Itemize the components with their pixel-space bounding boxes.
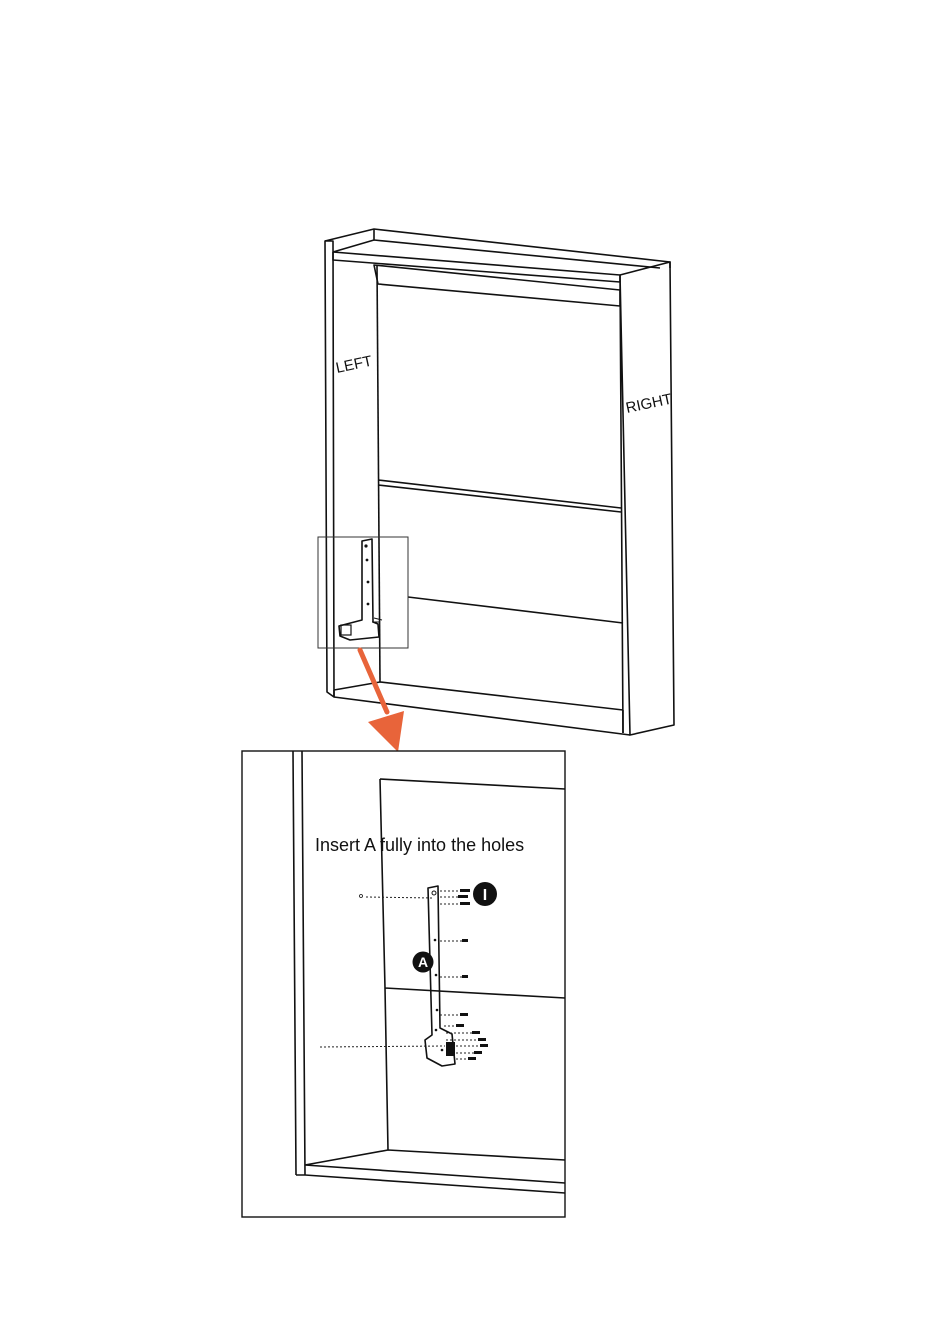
zoom-region-box — [318, 537, 408, 648]
upper-back-rail — [374, 265, 620, 306]
detail-frame — [242, 751, 565, 1217]
part-marker-a: A — [413, 952, 434, 973]
svg-text:A: A — [418, 954, 428, 970]
left-side-panel — [325, 241, 334, 697]
right-side-panel — [620, 262, 674, 735]
instruction-text: Insert A fully into the holes — [315, 835, 524, 855]
right-side-label: RIGHT — [624, 391, 673, 417]
middle-back-divider — [378, 480, 621, 512]
cabinet-back-outline — [325, 229, 670, 268]
svg-text:I: I — [483, 887, 487, 904]
detail-view: Insert A fully into the holes — [242, 751, 565, 1217]
l-bracket-icon — [339, 539, 382, 640]
part-marker-i: I — [473, 882, 497, 906]
cabinet-overview: LEFT RIGHT — [318, 229, 674, 752]
left-side-label: LEFT — [334, 353, 373, 377]
